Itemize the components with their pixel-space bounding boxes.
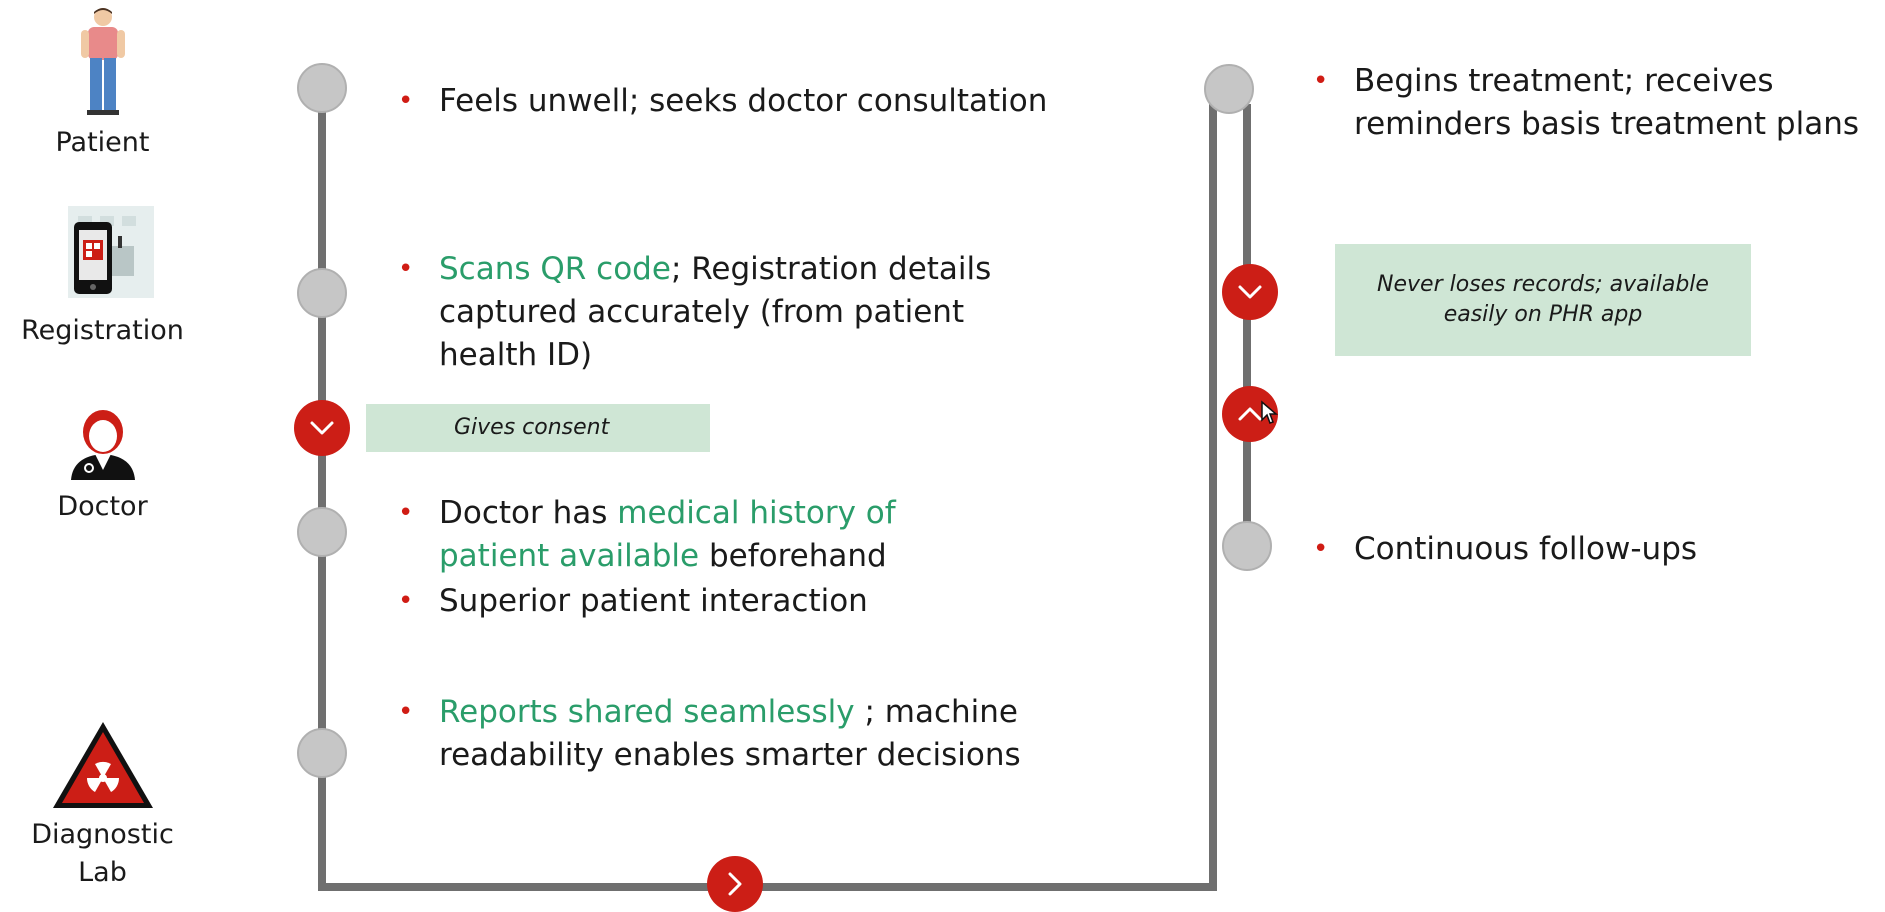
actor-diagnostic-lab: Diagnostic Lab [0, 720, 205, 892]
step-scan-qr: • Scans QR code; Registration details ca… [398, 248, 1038, 377]
bullet: • [398, 86, 414, 116]
chevron-down-icon [310, 421, 334, 435]
timeline-node-reports [297, 728, 347, 778]
actor-label-registration: Registration [21, 315, 184, 346]
highlight-text: Scans QR code [439, 251, 671, 287]
bullet: • [1313, 534, 1329, 564]
bullet: • [1313, 66, 1329, 96]
step-begins-treatment: • Begins treatment; receives reminders b… [1313, 60, 1885, 146]
step-text: Continuous follow-ups [1354, 531, 1698, 567]
bottom-track-line [318, 883, 1217, 891]
records-box: Never loses records; available easily on… [1335, 244, 1751, 356]
step-text: Doctor has medical history of patient av… [439, 492, 978, 578]
step-reports-shared: • Reports shared seamlessly ; machine re… [398, 691, 1058, 777]
step-text-post: beforehand [699, 538, 887, 574]
step-text: Superior patient interaction [439, 583, 868, 619]
actor-label-lab-line2: Lab [78, 857, 127, 888]
step-doctor-history: • Doctor has medical history of patient … [398, 492, 978, 578]
step-follow-ups: • Continuous follow-ups [1313, 528, 1833, 571]
bullet: • [398, 498, 414, 528]
bullet: • [398, 254, 414, 284]
step-text-rest: ; machine readability enables smarter de… [439, 694, 1021, 773]
chevron-up-icon [1238, 407, 1262, 421]
expand-consent-button[interactable] [294, 400, 350, 456]
step-text: Reports shared seamlessly ; machine read… [439, 691, 1058, 777]
timeline-node-registration [297, 268, 347, 318]
right-track-line [1243, 104, 1251, 544]
actor-label-patient: Patient [55, 127, 150, 158]
chevron-down-icon [1238, 285, 1262, 299]
middle-track-line [1209, 90, 1217, 891]
bullet: • [398, 586, 414, 616]
timeline-node-followups [1222, 521, 1272, 571]
chevron-right-icon [728, 872, 742, 896]
radiation-warning-icon [52, 722, 153, 808]
step-text: Feels unwell; seeks doctor consultation [439, 83, 1048, 119]
step-text-pre: Doctor has [439, 495, 618, 531]
actor-doctor: Doctor [0, 410, 205, 526]
step-feels-unwell: • Feels unwell; seeks doctor consultatio… [398, 80, 1118, 123]
expand-records-button[interactable] [1222, 264, 1278, 320]
step-superior-interaction: • Superior patient interaction [398, 580, 1038, 623]
timeline-node-treatment [1204, 64, 1254, 114]
bullet: • [398, 697, 414, 727]
collapse-button[interactable] [1222, 386, 1278, 442]
step-text-rest: ; Registration details captured accurate… [439, 251, 992, 373]
person-icon [80, 8, 125, 115]
phone-qr-icon [67, 206, 154, 298]
consent-box: Gives consent [366, 404, 710, 452]
actor-label-doctor: Doctor [57, 491, 148, 522]
actor-patient: Patient [0, 6, 205, 162]
next-button[interactable] [707, 856, 763, 912]
mouse-cursor-icon [1261, 400, 1278, 424]
left-track-line [318, 86, 326, 891]
highlight-text: medical history of patient available [439, 495, 896, 574]
actor-registration: Registration [0, 206, 205, 350]
timeline-node-unwell [297, 63, 347, 113]
actor-label-lab-line1: Diagnostic [31, 819, 174, 850]
step-text: Begins treatment; receives reminders bas… [1354, 63, 1859, 142]
timeline-node-doctor [297, 507, 347, 557]
highlight-text: Reports shared seamlessly [439, 694, 855, 730]
step-text: Scans QR code; Registration details capt… [439, 248, 1038, 377]
doctor-icon [70, 410, 135, 480]
